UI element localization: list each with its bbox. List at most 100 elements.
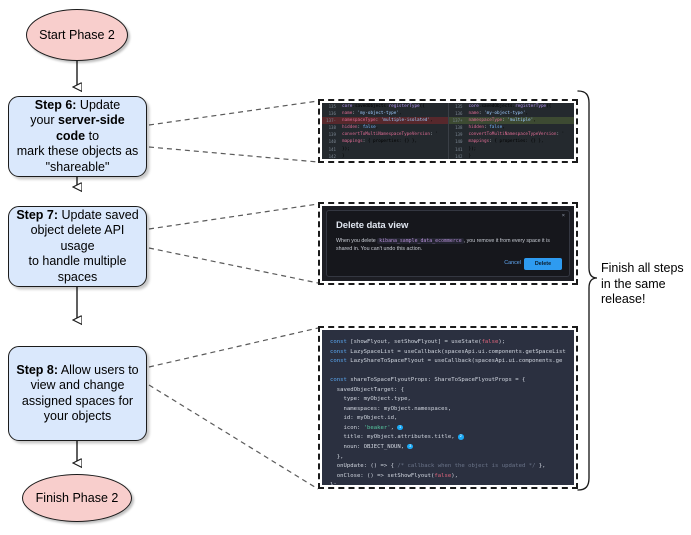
callout-frame-delete-data-view[interactable]: × Delete data view When you delete kiban… <box>318 202 578 285</box>
step-6-line3: mark these objects as <box>16 144 139 159</box>
modal-title: Delete data view <box>336 220 409 231</box>
callout-frame-share-to-space-flyout[interactable]: const [showFlyout, setShowFlyout] = useS… <box>318 326 578 489</box>
diff-line-number: 137+ <box>452 118 463 124</box>
code-line: savedObjectTarget: { <box>330 386 405 393</box>
step-8-line2: view and change <box>30 378 125 392</box>
code-line: const shareToSpaceFlyoutProps: ShareToSp… <box>330 377 526 384</box>
delete-button[interactable]: Delete <box>524 258 562 270</box>
diff-line-code: convertToMultiNamespaceTypeVersion: ' <box>468 132 565 138</box>
diff-line-code: hidden: false, <box>468 125 505 131</box>
step-6-tag: Step 6: <box>34 97 77 112</box>
modal-body-pre: When you delete <box>336 238 378 244</box>
node-step-6-text: Step 6: Update your server-side code to … <box>15 98 140 176</box>
modal-body: When you delete kibana_sample_data_ecomm… <box>336 237 559 253</box>
step-6-line2-pre: your <box>30 113 59 128</box>
brace-note-line1: Finish all steps <box>601 261 684 275</box>
step-6-line4: "shareable" <box>45 159 110 174</box>
annotation-badge: 1 <box>397 424 403 431</box>
node-finish-phase-2[interactable]: Finish Phase 2 <box>22 474 132 522</box>
diff-line: 135 core.savedObjects.registerType({ <box>449 103 575 110</box>
diff-line-number: 139 <box>328 132 336 138</box>
code-line: const LazyShareToSpaceFlyout = useCallba… <box>330 358 563 365</box>
diff-line-code: convertToMultiNamespaceTypeVersion: ' <box>342 132 438 138</box>
diff-line-code: } <box>342 153 345 159</box>
code-line <box>330 367 574 377</box>
node-step-8-text: Step 8: Allow users to view and change a… <box>16 363 138 425</box>
modal-body-post: , you remove it from every space it is s… <box>336 238 550 253</box>
code-line: onUpdate: () => { /* callback when the o… <box>330 463 546 470</box>
brace-annotation: Finish all steps in the same release! <box>601 261 687 308</box>
diff-line-code: namespaceType: 'multiple', <box>468 118 536 124</box>
brace-note-line2: in the same <box>601 276 666 291</box>
diff-line: 140 mappings: { properties: {} }, <box>449 138 575 145</box>
diff-line-number: 138 <box>455 125 463 131</box>
code-line: }; <box>330 481 574 485</box>
cancel-button[interactable]: Cancel <box>504 260 521 266</box>
diff-line-code: mappings: { properties: {} }, <box>468 139 544 145</box>
annotation-badge: 2 <box>457 434 464 440</box>
diff-line-number: 135 <box>455 104 463 109</box>
step-6-line2-bold: server-side code <box>55 113 125 143</box>
code-line: icon: 'beaker', 1 <box>330 424 403 431</box>
step-6-line2-post: to <box>85 128 100 143</box>
diff-line: 137-namespaceType: 'multiple-isolated', <box>322 117 448 125</box>
diff-line-number: 136 <box>455 111 463 117</box>
node-step-7[interactable]: Step 7: Update saved object delete API u… <box>8 206 147 287</box>
diff-line: 142} <box>449 153 575 159</box>
diff-line: 142} <box>322 153 448 159</box>
diff-line-number: 139 <box>455 132 463 138</box>
diff-line: 138 hidden: false, <box>449 124 575 131</box>
diff-line-number: 140 <box>455 139 463 145</box>
diff-line: 141}); <box>322 146 448 153</box>
step-6-line1: Update <box>76 97 121 112</box>
code-line: onClose: () => setShowFlyout(false), <box>330 472 458 479</box>
step-7-line3: to handle multiple spaces <box>28 254 127 284</box>
node-step-8[interactable]: Step 8: Allow users to view and change a… <box>8 346 147 441</box>
close-icon[interactable]: × <box>561 213 565 219</box>
node-step-6[interactable]: Step 6: Update your server-side code to … <box>8 96 147 177</box>
step-8-line4: your objects <box>43 409 112 423</box>
diff-line: 135 core.savedObjects.registerType({ <box>322 103 448 110</box>
step-7-line2: object delete API usage <box>30 223 125 253</box>
diff-line-code: core.savedObjects.registerType({ <box>342 104 425 109</box>
code-line: noun: OBJECT_NOUN, 3 <box>330 443 414 451</box>
code-line: }, <box>330 453 344 460</box>
code-line: const [showFlyout, setShowFlyout] = useS… <box>330 339 506 345</box>
screenshot-delete-data-view: × Delete data view When you delete kiban… <box>322 206 574 281</box>
code-line: const LazySpaceList = useCallback(spaces… <box>330 348 566 355</box>
brace-note-line3: release! <box>601 292 646 306</box>
step-8-line1: Allow users to <box>58 362 139 377</box>
diff-line-code: core.savedObjects.registerType({ <box>468 104 552 109</box>
code-line: id: myObject.id, <box>330 415 398 422</box>
diff-line-number: 142 <box>328 153 336 159</box>
diff-line-number: 135 <box>328 104 336 109</box>
step-7-tag: Step 7: <box>16 207 59 222</box>
code-line: namespaces: myObject.namespaces, <box>330 405 452 412</box>
modal-body-code: kibana_sample_data_ecommerce <box>377 238 464 244</box>
diff-line-code: name: 'my-object-type', <box>468 111 529 117</box>
diff-line-code: }); <box>468 146 477 152</box>
diff-line-code: } <box>468 153 472 159</box>
diff-line: 136 name: 'my-object-type', <box>449 110 575 117</box>
annotation-badge: 3 <box>407 443 414 450</box>
node-finish-label: Finish Phase 2 <box>35 491 119 505</box>
delete-modal: × Delete data view When you delete kiban… <box>326 210 570 277</box>
node-start-phase-2[interactable]: Start Phase 2 <box>26 9 128 61</box>
diff-pane-after: 135 core.savedObjects.registerType({ 136 na… <box>448 103 575 159</box>
node-step-7-text: Step 7: Update saved object delete API u… <box>15 208 140 286</box>
diff-line: 141}); <box>449 146 575 153</box>
diff-line-number: 137- <box>326 118 336 124</box>
diff-line-code: }); <box>342 146 350 152</box>
diff-line-number: 142 <box>455 153 463 159</box>
node-start-label: Start Phase 2 <box>39 28 115 42</box>
step-8-tag: Step 8: <box>16 362 59 377</box>
diff-line-number: 136 <box>328 111 336 117</box>
diff-line: 139 convertToMultiNamespaceTypeVersion: ' <box>322 131 448 138</box>
diff-line-number: 138 <box>328 125 336 131</box>
